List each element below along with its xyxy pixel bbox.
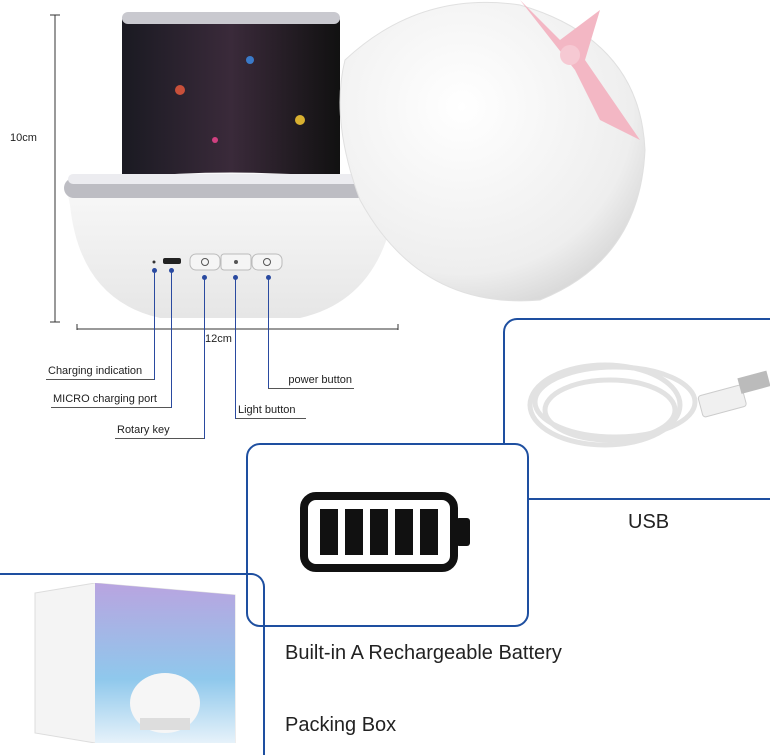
battery-label: Built-in A Rechargeable Battery xyxy=(285,642,562,664)
leader-line xyxy=(171,270,172,408)
width-dimension: 12cm xyxy=(205,333,232,345)
charging-indication-label: Charging indication xyxy=(46,365,154,380)
lamp-illustration xyxy=(50,0,646,334)
usb-cable-icon xyxy=(527,362,770,448)
leader-line xyxy=(235,277,236,419)
micro-port-label: MICRO charging port xyxy=(51,393,171,408)
packing-box-image xyxy=(34,583,236,743)
projector-lamp-image xyxy=(0,0,660,334)
leader-line xyxy=(204,277,205,439)
leader-line xyxy=(268,277,269,389)
leader-line xyxy=(154,270,155,380)
light-button-label: Light button xyxy=(236,404,306,419)
power-button-label: power button xyxy=(268,374,354,389)
height-dimension: 10cm xyxy=(10,132,37,144)
battery-full-icon xyxy=(300,492,470,572)
battery-panel xyxy=(246,443,529,627)
rotary-key-label: Rotary key xyxy=(115,424,204,439)
packing-box-label: Packing Box xyxy=(285,714,397,736)
usb-label: USB xyxy=(628,511,670,533)
usb-panel xyxy=(503,318,770,500)
packing-panel xyxy=(0,573,265,755)
